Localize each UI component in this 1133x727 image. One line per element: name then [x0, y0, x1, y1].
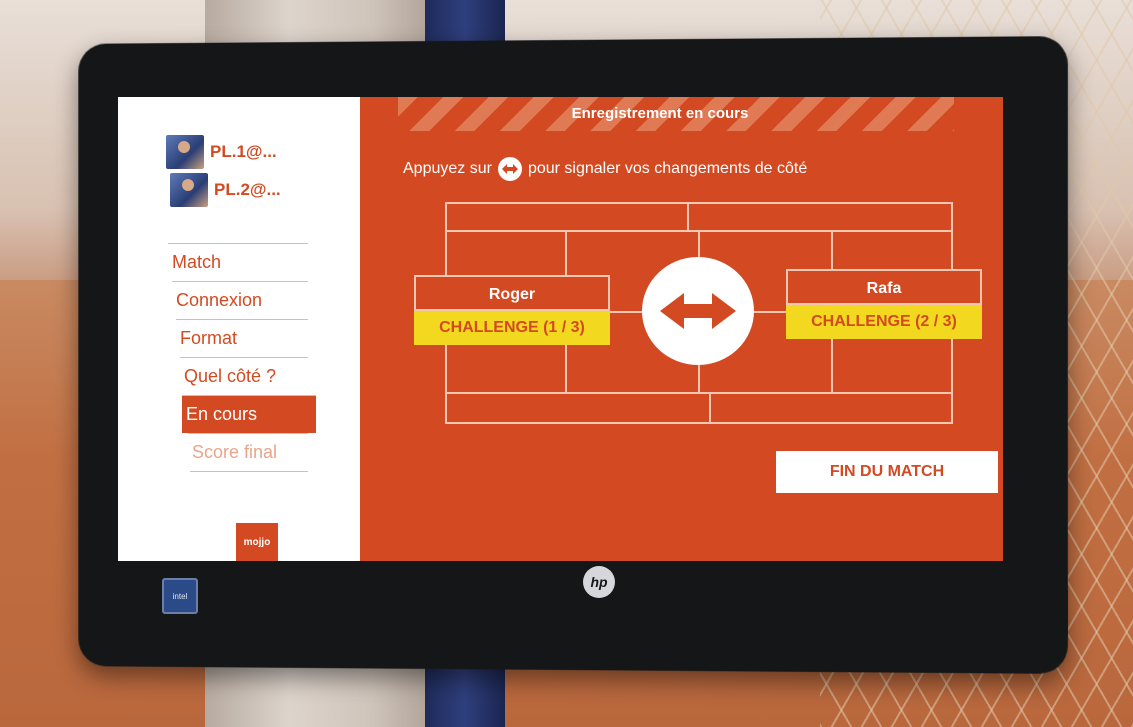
intel-badge: intel — [162, 578, 198, 614]
player-2-name: PL.2@... — [214, 180, 281, 199]
app-screen: PL.1@... PL.2@... Match Connexion Format… — [118, 97, 1003, 561]
player-1-avatar — [166, 135, 204, 169]
court-line — [447, 392, 951, 394]
right-player-name: Rafa — [786, 269, 982, 305]
court-line — [709, 394, 711, 424]
swap-mini-icon — [497, 157, 522, 181]
court-line — [447, 230, 951, 232]
right-challenge-button[interactable]: CHALLENGE (2 / 3) — [786, 305, 982, 339]
menu-item-connexion[interactable]: Connexion — [172, 281, 308, 319]
page-title: Enregistrement en cours — [571, 105, 749, 122]
instruction-text: Appuyez sur pour signaler vos changement… — [403, 157, 807, 181]
left-player-name: Roger — [414, 275, 610, 311]
player-2: PL.2@... — [170, 173, 281, 207]
menu-item-score-final[interactable]: Score final — [188, 433, 308, 471]
header-stripes — [398, 97, 954, 131]
left-challenge-button[interactable]: CHALLENGE (1 / 3) — [414, 311, 610, 345]
mojjo-logo: mojjo — [236, 523, 278, 561]
double-arrow-icon — [660, 293, 736, 329]
end-match-button[interactable]: FIN DU MATCH — [776, 451, 998, 493]
court-line — [687, 204, 689, 230]
player-card-right: Rafa CHALLENGE (2 / 3) — [786, 269, 982, 339]
player-2-avatar — [170, 173, 208, 207]
hp-logo: hp — [583, 566, 615, 598]
instruction-after: pour signaler vos changements de côté — [527, 160, 808, 177]
instruction-before: Appuyez sur — [403, 160, 492, 177]
menu-item-quel-cote[interactable]: Quel côté ? — [180, 357, 308, 395]
main-panel: Enregistrement en cours Appuyez sur pour… — [360, 97, 1003, 561]
swap-sides-button[interactable] — [642, 257, 754, 365]
menu-item-match[interactable]: Match — [168, 243, 308, 281]
player-card-left: Roger CHALLENGE (1 / 3) — [414, 275, 610, 345]
player-1: PL.1@... — [166, 135, 277, 169]
menu-divider — [190, 471, 308, 472]
sidebar: PL.1@... PL.2@... Match Connexion Format… — [118, 97, 360, 561]
menu-item-format[interactable]: Format — [176, 319, 308, 357]
step-menu: Match Connexion Format Quel côté ? En co… — [168, 243, 316, 472]
menu-item-en-cours[interactable]: En cours — [182, 395, 316, 433]
player-1-name: PL.1@... — [210, 142, 277, 161]
